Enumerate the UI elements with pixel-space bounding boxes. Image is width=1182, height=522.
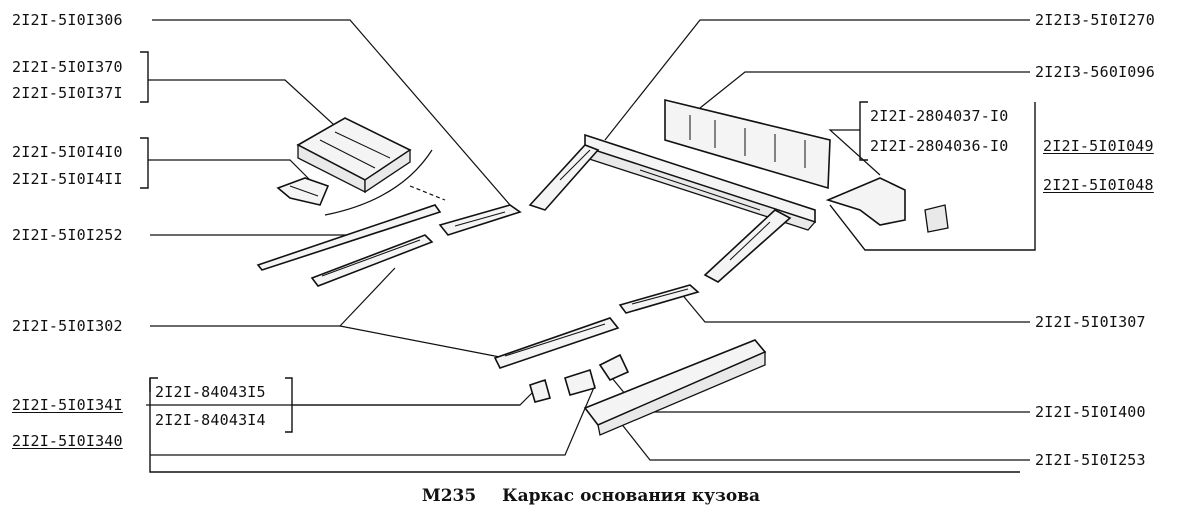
label-21213-5601096: 2I2I3-560I096 (1035, 63, 1155, 81)
part-5101307 (618, 284, 700, 314)
part-5101302-a (310, 234, 434, 287)
part-5101302-b (493, 317, 620, 369)
part-5601096 (664, 98, 831, 190)
part-5101341 (529, 378, 551, 403)
part-5101370 (296, 117, 412, 194)
label-2121-8404315: 2I2I-84043I5 (155, 383, 266, 401)
label-2121-5101340: 2I2I-5I0I340 (12, 432, 123, 450)
part-5101253 (583, 339, 767, 436)
label-2121-5101306: 2I2I-5I0I306 (12, 11, 123, 29)
part-2804037 (825, 177, 949, 233)
leader-lines (140, 19, 1036, 473)
part-5101400 (598, 353, 630, 382)
label-2121-5101049: 2I2I-5I0I049 (1043, 137, 1154, 155)
label-2121-5101400: 2I2I-5I0I400 (1035, 403, 1146, 421)
caption-title: Каркас основания кузова (502, 486, 761, 506)
label-2121-2804037-10: 2I2I-2804037-I0 (870, 107, 1009, 125)
caption-code: М235 (421, 486, 477, 506)
label-2121-5101411: 2I2I-5I0I4II (12, 170, 123, 188)
label-2121-2804036-10: 2I2I-2804036-I0 (870, 137, 1009, 155)
label-2121-5101341: 2I2I-5I0I34I (12, 396, 123, 414)
part-8404315 (564, 368, 596, 396)
label-2121-8404314: 2I2I-84043I4 (155, 411, 266, 429)
label-2121-5101410: 2I2I-5I0I4I0 (12, 143, 123, 161)
part-5101306 (438, 204, 522, 236)
label-2121-5101371: 2I2I-5I0I37I (12, 84, 123, 102)
label-2121-5101307: 2I2I-5I0I307 (1035, 313, 1146, 331)
part-5101252 (256, 204, 442, 271)
part-5101410 (276, 177, 330, 206)
label-21213-5101270: 2I2I3-5I0I270 (1035, 11, 1155, 29)
label-2121-5101302: 2I2I-5I0I302 (12, 317, 123, 335)
label-2121-5101048: 2I2I-5I0I048 (1043, 176, 1154, 194)
label-2121-5101370: 2I2I-5I0I370 (12, 58, 123, 76)
part-5101270 (528, 133, 817, 283)
label-2121-5101252: 2I2I-5I0I252 (12, 226, 123, 244)
figure-caption: М235 Каркас основания кузова (0, 486, 1182, 506)
label-2121-5101253: 2I2I-5I0I253 (1035, 451, 1146, 469)
